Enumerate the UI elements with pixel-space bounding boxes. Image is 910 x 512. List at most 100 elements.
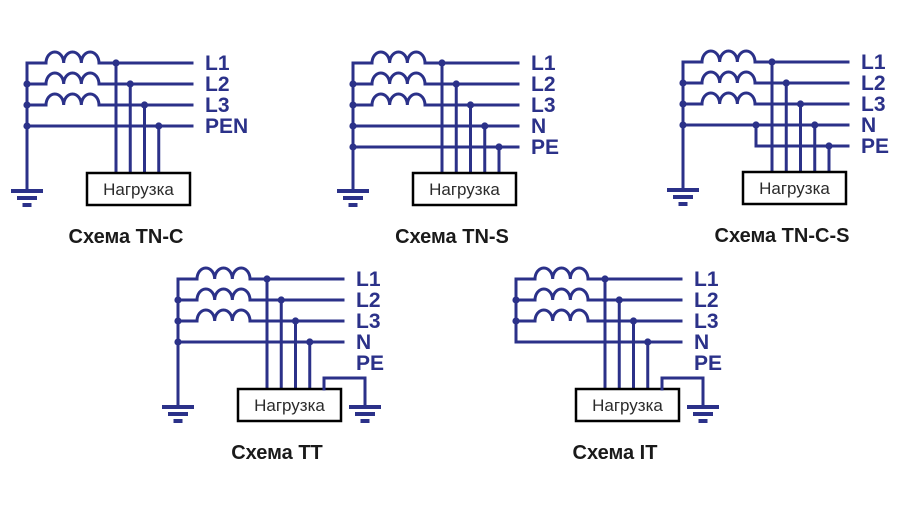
line-label-pe: PE	[694, 352, 722, 375]
load-label: Нагрузка	[429, 180, 500, 199]
local-earth-wire	[322, 376, 367, 407]
pe-branch-wire	[754, 123, 850, 148]
line-label-l2: L2	[861, 72, 886, 95]
line-label-n: N	[531, 115, 546, 138]
line-label-l3: L3	[205, 94, 230, 117]
line-label-pe: PE	[861, 135, 889, 158]
junction-dot	[644, 338, 652, 346]
phase-line-with-coil-icon	[351, 71, 520, 86]
junction-dot	[679, 121, 687, 129]
line-label-l1: L1	[205, 52, 230, 75]
junction-dot	[679, 100, 687, 108]
junction-dot	[112, 59, 120, 67]
line-label-l2: L2	[356, 289, 381, 312]
line-label-l1: L1	[356, 268, 381, 291]
line-label-l2: L2	[531, 73, 556, 96]
line-label-l3: L3	[694, 310, 719, 333]
phase-line-with-coil-icon	[25, 71, 194, 86]
junction-dot	[768, 58, 776, 66]
phase-line-with-coil-icon	[351, 50, 520, 65]
diagram-title: Схема TN-C	[69, 226, 184, 248]
junction-dot	[291, 317, 300, 325]
junction-dot	[349, 80, 357, 88]
load-label: Нагрузка	[254, 396, 325, 415]
phase-line-with-coil-icon	[681, 70, 850, 85]
junction-dot	[438, 59, 446, 67]
earth-ground-icon	[162, 405, 194, 423]
diagram-title: Схема TN-C-S	[715, 225, 850, 247]
junction-dot	[601, 275, 609, 283]
junction-dot	[174, 317, 182, 325]
line-label-l2: L2	[205, 73, 230, 96]
load-box	[236, 387, 343, 423]
junction-dot	[615, 296, 623, 304]
junction-dot	[174, 338, 182, 346]
line-label-pen: PEN	[205, 115, 248, 138]
junction-dot	[825, 142, 833, 150]
junction-dot	[349, 122, 357, 130]
junction-dot	[23, 101, 31, 109]
line-label-pe: PE	[531, 136, 559, 159]
junction-dot	[481, 122, 489, 130]
line-label-l1: L1	[861, 51, 886, 74]
line-label-l1: L1	[531, 52, 556, 75]
line-label-n: N	[694, 331, 709, 354]
line-label-l3: L3	[861, 93, 886, 116]
line-label-n: N	[356, 331, 371, 354]
load-box	[741, 170, 848, 206]
line-label-l1: L1	[694, 268, 719, 291]
junction-dot	[679, 79, 687, 87]
junction-dot	[811, 121, 819, 129]
junction-dot	[466, 101, 475, 109]
local-earth-wire	[660, 376, 705, 407]
junction-dot	[263, 275, 271, 283]
phase-line-with-coil-icon	[514, 266, 683, 281]
diagram-title: Схема TT	[231, 442, 323, 464]
junction-dot	[23, 80, 31, 88]
junction-dot	[23, 122, 31, 130]
phase-line-with-coil-icon	[176, 266, 345, 281]
junction-dot	[782, 79, 790, 87]
phase-line-with-coil-icon	[351, 92, 520, 107]
earth-ground-icon	[349, 405, 381, 423]
junction-dot	[629, 317, 638, 325]
phase-line-with-coil-icon	[176, 287, 345, 302]
line-label-l3: L3	[531, 94, 556, 117]
earth-ground-icon	[667, 188, 699, 206]
line-label-l3: L3	[356, 310, 381, 333]
phase-line-with-coil-icon	[176, 308, 345, 323]
earth-ground-icon	[687, 405, 719, 423]
phase-line-with-coil-icon	[681, 91, 850, 106]
junction-dot	[349, 143, 357, 151]
junction-dot	[126, 80, 134, 88]
junction-dot	[796, 100, 805, 108]
line-label-l2: L2	[694, 289, 719, 312]
phase-line-with-coil-icon	[25, 50, 194, 65]
junction-dot	[349, 101, 357, 109]
diagram-title: Схема IT	[573, 442, 658, 464]
junction-dot	[495, 143, 503, 151]
junction-dot	[306, 338, 314, 346]
load-label: Нагрузка	[592, 396, 663, 415]
load-box	[574, 387, 681, 423]
load-label: Нагрузка	[103, 180, 174, 199]
earth-ground-icon	[337, 189, 369, 207]
phase-line-with-coil-icon	[514, 308, 683, 323]
phase-line-with-coil-icon	[681, 49, 850, 64]
junction-dot	[140, 101, 149, 109]
phase-line-with-coil-icon	[514, 287, 683, 302]
line-label-pe: PE	[356, 352, 384, 375]
junction-dot	[512, 317, 520, 325]
diagram-title: Схема TN-S	[395, 226, 509, 248]
junction-dot	[512, 296, 520, 304]
load-label: Нагрузка	[759, 179, 830, 198]
earth-ground-icon	[11, 189, 43, 207]
junction-dot	[174, 296, 182, 304]
junction-dot	[277, 296, 285, 304]
phase-line-with-coil-icon	[25, 92, 194, 107]
junction-dot	[452, 80, 460, 88]
